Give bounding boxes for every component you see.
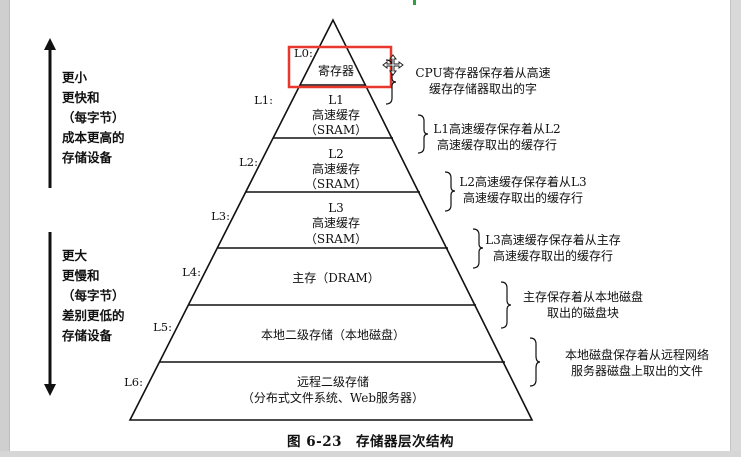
lower-note-line: 差别更低的 <box>62 308 125 323</box>
brace-l1 <box>417 114 429 154</box>
upper-note-line: 存储设备 <box>62 150 113 165</box>
note-l0-line1: CPU寄存器保存着从高速 <box>415 65 550 80</box>
figure-title: 存储器层次结构 <box>355 434 454 450</box>
brace-l2 <box>444 171 456 212</box>
upward-arrow <box>44 38 56 188</box>
level-l2-name: L2 <box>328 147 344 161</box>
level-l2-tech: （SRAM） <box>305 177 367 191</box>
level-l1-tech: （SRAM） <box>305 123 367 137</box>
note-l0-line2: 缓存存储器取出的字 <box>429 81 537 96</box>
upper-note-line: 更小 <box>62 70 88 85</box>
level-tag-l0: L0: <box>294 46 313 60</box>
right-window-edge <box>730 0 741 457</box>
top-indicator <box>413 0 416 5</box>
note-l4-line2: 取出的磁盘块 <box>547 305 619 320</box>
level-l3-tech: （SRAM） <box>305 232 367 246</box>
bottom-window-edge <box>0 451 741 457</box>
note-l5-line1: 本地磁盘保存着从远程网络 <box>565 347 709 362</box>
brace-l3 <box>472 228 484 269</box>
l0-highlight-box[interactable] <box>287 45 393 89</box>
level-l5-label: 本地二级存储（本地磁盘） <box>261 327 405 342</box>
level-l1-name: L1 <box>328 93 344 107</box>
brace-l4 <box>500 281 512 329</box>
level-tag-l5: L5: <box>153 320 172 334</box>
level-l1-type: 高速缓存 <box>312 107 360 122</box>
lower-note-line: 存储设备 <box>62 328 113 343</box>
level-l4-label: 主存（DRAM） <box>292 271 380 285</box>
level-l0-label: 寄存器 <box>318 63 354 78</box>
note-l1-line1: L1高速缓存保存着从L2 <box>433 121 560 136</box>
note-l2-line1: L2高速缓存保存着从L3 <box>459 174 586 189</box>
upper-side-note: 更小 更快和 （每字节） 成本更高的 存储设备 <box>62 68 125 168</box>
level-l3-type: 高速缓存 <box>312 215 360 230</box>
level-tag-l2: L2: <box>239 155 258 169</box>
upper-note-line: （每字节） <box>62 110 125 125</box>
left-window-edge <box>0 0 10 457</box>
level-l3-name: L3 <box>328 201 344 215</box>
lower-note-line: 更慢和 <box>62 268 100 283</box>
level-tag-l3: L3: <box>211 209 230 223</box>
upper-note-line: 成本更高的 <box>62 130 125 145</box>
level-l6-detail: （分布式文件系统、Web服务器） <box>242 390 424 405</box>
level-tag-l1: L1: <box>254 93 273 107</box>
note-l4-line1: 主存保存着从本地磁盘 <box>523 289 643 304</box>
lower-note-line: 更大 <box>62 248 88 263</box>
layer-dividers <box>160 84 505 363</box>
lower-note-line: （每字节） <box>62 288 125 303</box>
level-tag-l4: L4: <box>182 265 201 279</box>
note-l5-line2: 服务器磁盘上取出的文件 <box>571 363 703 378</box>
right-braces <box>385 59 541 387</box>
pyramid-outline <box>128 18 534 421</box>
note-l1-line2: 高速缓存取出的缓存行 <box>437 137 557 152</box>
move-cursor-icon <box>382 54 404 76</box>
note-l3-line2: 高速缓存取出的缓存行 <box>493 248 613 263</box>
note-l3-line1: L3高速缓存保存着从主存 <box>485 232 621 247</box>
level-tag-l6: L6: <box>124 375 143 389</box>
downward-arrow <box>44 232 56 396</box>
brace-l5 <box>529 337 541 387</box>
level-l2-type: 高速缓存 <box>312 161 360 176</box>
figure-number: 图 6-23 <box>287 434 342 450</box>
note-l2-line2: 高速缓存取出的缓存行 <box>463 190 583 205</box>
lower-side-note: 更大 更慢和 （每字节） 差别更低的 存储设备 <box>62 246 125 346</box>
level-l6-name: 远程二级存储 <box>297 374 369 389</box>
figure-caption: 图 6-23 存储器层次结构 <box>0 430 741 450</box>
upper-note-line: 更快和 <box>62 90 100 105</box>
